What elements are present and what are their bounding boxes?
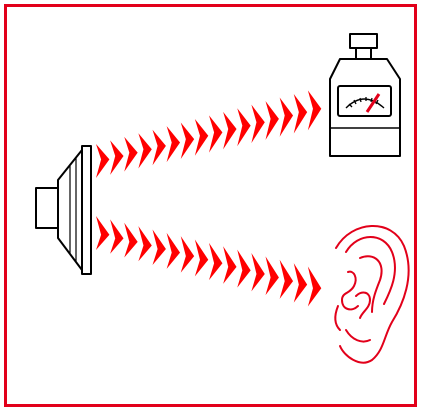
beam-to-meter-chevron [266, 101, 279, 140]
beam-to-ear-chevron [280, 260, 293, 299]
beam-to-meter-chevron [209, 115, 222, 152]
sound-level-meter-icon [330, 34, 400, 156]
beam-to-meter-chevron [195, 119, 208, 156]
beam-to-meter-chevron [96, 144, 109, 178]
beam-to-meter-chevron [280, 98, 293, 137]
beam-to-ear-chevron [223, 246, 236, 284]
beam-to-ear-chevron [167, 233, 180, 269]
beam-to-ear-chevron [195, 240, 208, 277]
ear-icon [335, 226, 408, 363]
beam-to-ear-chevron [209, 243, 222, 280]
beam-to-meter-chevron [124, 137, 137, 172]
beam-to-ear-chevron [308, 266, 321, 306]
beam-to-ear [96, 216, 321, 306]
beam-to-meter [96, 90, 321, 178]
beam-to-meter-chevron [181, 123, 194, 159]
beam-to-ear-chevron [96, 216, 109, 250]
beam-to-ear-chevron [124, 223, 137, 258]
beam-to-meter-chevron [223, 112, 236, 150]
beam-to-ear-chevron [110, 219, 123, 253]
beam-to-ear-chevron [237, 250, 250, 288]
beam-to-meter-chevron [167, 126, 180, 162]
beam-to-meter-chevron [153, 130, 166, 166]
beam-to-ear-chevron [266, 256, 279, 295]
beam-to-meter-chevron [308, 90, 321, 130]
beam-to-ear-chevron [294, 263, 307, 303]
beam-to-ear-chevron [138, 226, 151, 261]
beam-to-meter-chevron [138, 133, 151, 168]
beam-to-ear-chevron [251, 253, 264, 291]
beam-to-ear-chevron [181, 236, 194, 272]
loudspeaker-icon [36, 146, 91, 274]
beam-to-meter-chevron [294, 94, 307, 134]
beam-to-meter-chevron [237, 108, 250, 146]
beam-to-meter-chevron [251, 105, 264, 143]
beam-to-ear-chevron [153, 229, 166, 265]
beam-to-meter-chevron [110, 140, 123, 174]
